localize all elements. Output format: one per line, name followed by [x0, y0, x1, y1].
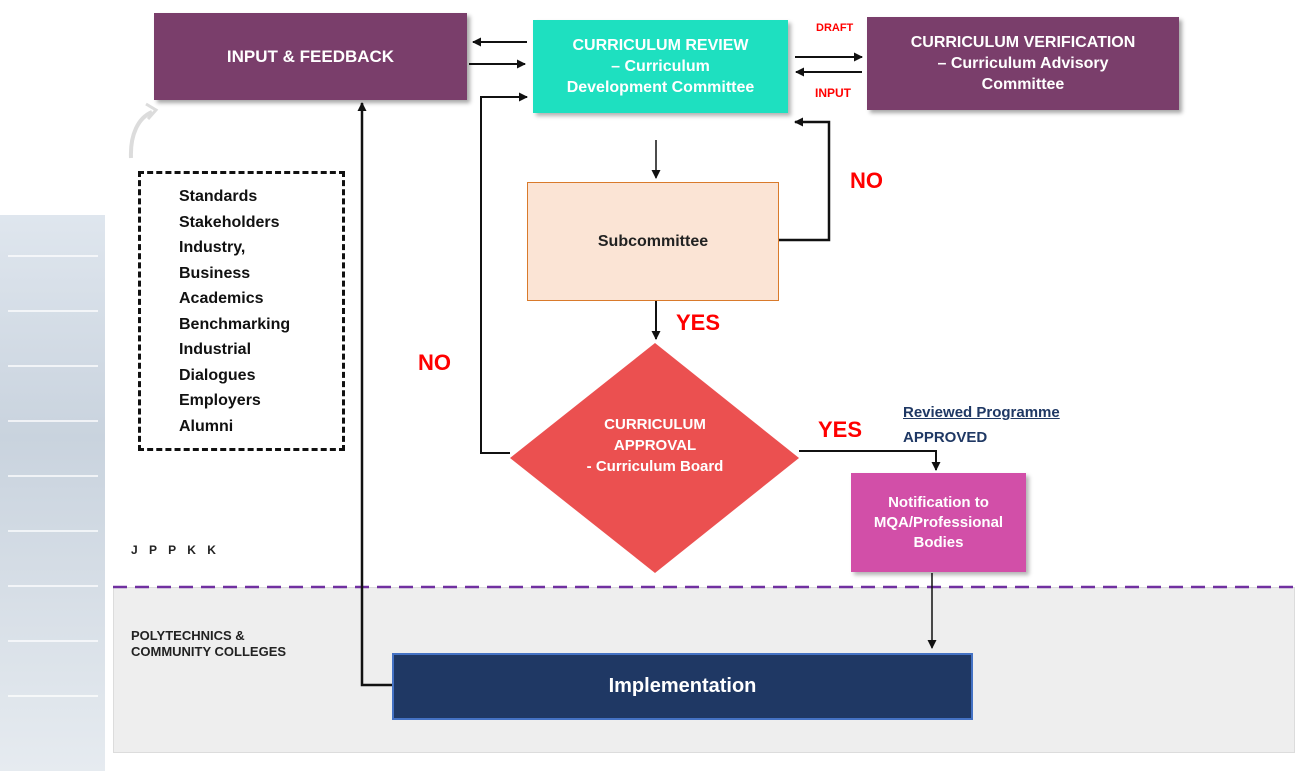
source-item: Dialogues [179, 366, 256, 384]
approval-line-3: - Curriculum Board [586, 458, 724, 475]
source-item: Employers [179, 392, 261, 409]
subcommittee-box[interactable]: Subcommittee [527, 182, 779, 301]
no-label-subcommittee: NO [850, 168, 883, 193]
source-item: Alumni [179, 417, 234, 435]
background-building-image [0, 215, 105, 771]
reviewed-programme-label: Reviewed Programme [903, 404, 1060, 421]
notification-box[interactable]: Notification to MQA/Professional Bodies [851, 473, 1026, 572]
polytechnics-zone-label: POLYTECHNICS & COMMUNITY COLLEGES [131, 628, 287, 659]
draft-label: DRAFT [816, 22, 854, 34]
source-item: Industrial [179, 341, 252, 358]
input-label: INPUT [815, 86, 851, 100]
arrow-subcommittee-no [779, 117, 831, 242]
notification-line-3: Bodies [913, 533, 964, 551]
source-item: Benchmarking [179, 315, 291, 333]
verification-line-2: – Curriculum Advisory [937, 55, 1109, 72]
implementation-label: Implementation [608, 675, 757, 697]
source-item: Academics [179, 290, 264, 307]
arrow-approval-no [480, 92, 528, 454]
review-line-3: Development Committee [566, 79, 755, 96]
source-item: Industry, [179, 239, 246, 256]
arrow-implementation-to-feedback [357, 102, 392, 687]
source-item: Stakeholders [179, 213, 280, 231]
curved-arrow-sources [128, 110, 153, 159]
notification-line-1: Notification to [888, 493, 989, 511]
approval-line-1: CURRICULUM [604, 416, 706, 433]
subcommittee-label: Subcommittee [597, 232, 709, 250]
notification-line-2: MQA/Professional [873, 513, 1004, 531]
source-item: Business [179, 264, 251, 282]
review-line-2: – Curriculum [611, 58, 710, 75]
yes-label-subcommittee: YES [676, 310, 721, 335]
approval-diamond[interactable] [510, 343, 799, 573]
review-line-1: CURRICULUM REVIEW [572, 37, 749, 54]
verification-line-1: CURRICULUM VERIFICATION [910, 34, 1136, 51]
approved-label: APPROVED [903, 429, 988, 446]
source-item: Standards [179, 188, 258, 205]
curriculum-review-box[interactable]: CURRICULUM REVIEW – Curriculum Developme… [533, 20, 788, 113]
input-sources-list: Standards Stakeholders Industry, Busines… [138, 171, 345, 451]
input-feedback-label: INPUT & FEEDBACK [226, 46, 395, 66]
arrow-approval-yes [799, 450, 941, 471]
input-feedback-box[interactable]: INPUT & FEEDBACK [154, 13, 467, 100]
yes-label-approval: YES [818, 417, 863, 442]
approval-line-2: APPROVAL [613, 437, 697, 454]
curriculum-verification-box[interactable]: CURRICULUM VERIFICATION – Curriculum Adv… [867, 17, 1179, 110]
no-label-approval: NO [418, 350, 451, 375]
jppkk-zone-label: J P P K K [131, 543, 220, 557]
approval-label: CURRICULUM APPROVAL - Curriculum Board [555, 414, 755, 477]
verification-line-3: Committee [981, 76, 1065, 93]
implementation-box[interactable]: Implementation [392, 653, 973, 720]
